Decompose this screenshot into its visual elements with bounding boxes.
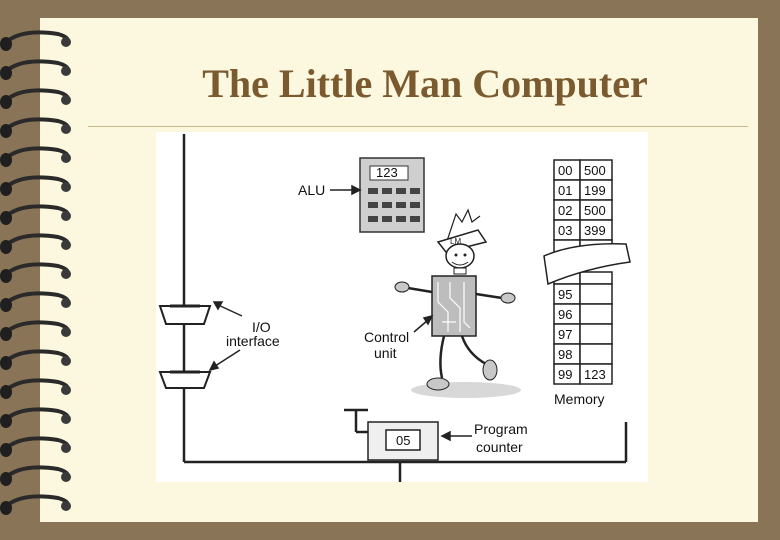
binding-hole: [61, 443, 71, 453]
memory-addr: 96: [558, 307, 572, 322]
little-man-figure: LM: [394, 208, 521, 398]
binding-hole: [61, 501, 71, 511]
binding-ring: [2, 494, 70, 510]
memory-addr: 95: [558, 287, 572, 302]
binding-ring: [2, 349, 70, 365]
title-divider: [88, 126, 748, 127]
program-counter-value: 05: [396, 433, 410, 448]
memory-bottom-cells: 95 96 97 98 99 123: [558, 287, 606, 382]
binding-ring: [2, 146, 70, 162]
memory-label: Memory: [554, 391, 605, 407]
binding-hole: [61, 182, 71, 192]
binding-ring: [2, 59, 70, 75]
calculator-display: 123: [376, 165, 398, 180]
binding-hole: [61, 37, 71, 47]
slide-title: The Little Man Computer: [202, 61, 648, 106]
binding-ring: [2, 117, 70, 133]
binding-hole: [61, 153, 71, 163]
control-label-line1: Control: [364, 329, 409, 345]
binding-ring-end: [0, 95, 12, 109]
binding-hole: [61, 327, 71, 337]
binding-hole: [61, 356, 71, 366]
memory-addr: 98: [558, 347, 572, 362]
binding-ring: [2, 30, 70, 46]
binding-ring-end: [0, 153, 12, 167]
binding-ring-end: [0, 37, 12, 51]
memory-addr: 99: [558, 367, 572, 382]
memory-value: 399: [584, 223, 606, 238]
binding-ring: [2, 465, 70, 481]
io-label-line2: interface: [226, 333, 280, 349]
binding-ring-end: [0, 124, 12, 138]
binding-ring-end: [0, 472, 12, 486]
binding-ring: [2, 175, 70, 191]
memory-tear: [543, 243, 631, 286]
memory-addr: 97: [558, 327, 572, 342]
pc-arrow: [440, 430, 472, 442]
binding-ring: [2, 291, 70, 307]
binding-hole: [61, 298, 71, 308]
binding-ring-end: [0, 269, 12, 283]
binding-ring: [2, 262, 70, 278]
binding-ring: [2, 436, 70, 452]
binding-hole: [61, 211, 71, 221]
memory-top-cells: 00 500 01 199 02 500 03 399: [558, 163, 606, 238]
memory-addr: 01: [558, 183, 572, 198]
binding-ring-end: [0, 356, 12, 370]
io-tray-top: [158, 304, 212, 325]
spiral-binding: [0, 30, 71, 515]
memory-value: 123: [584, 367, 606, 382]
memory-addr: 03: [558, 223, 572, 238]
alu-arrow: [330, 184, 362, 196]
memory-value: 500: [584, 203, 606, 218]
binding-ring-end: [0, 240, 12, 254]
pc-label-line2: counter: [476, 439, 523, 455]
binding-hole: [61, 414, 71, 424]
binding-ring-end: [0, 182, 12, 196]
memory-value: 500: [584, 163, 606, 178]
io-label-line1: I/O: [252, 319, 271, 335]
memory-value: 199: [584, 183, 606, 198]
binding-ring: [2, 233, 70, 249]
program-counter-box: [367, 421, 439, 461]
cap-label: LM: [450, 237, 461, 246]
binding-ring: [2, 378, 70, 394]
io-arrows: [208, 301, 243, 372]
binding-ring-end: [0, 66, 12, 80]
binding-hole: [61, 240, 71, 250]
pc-label-line1: Program: [474, 421, 528, 437]
memory-bottom: [553, 271, 613, 385]
binding-ring-end: [0, 501, 12, 515]
io-tray-bottom: [158, 370, 212, 389]
control-arrow: [413, 314, 434, 333]
binding-hole: [61, 95, 71, 105]
binding-hole: [61, 66, 71, 76]
binding-ring: [2, 320, 70, 336]
binding-ring-end: [0, 211, 12, 225]
wiring: [182, 134, 628, 484]
binding-ring-end: [0, 414, 12, 428]
binding-ring-end: [0, 443, 12, 457]
alu-calculator: [359, 157, 425, 233]
lmc-diagram: I/O interface 123 ALU LM: [156, 132, 648, 484]
binding-ring: [2, 204, 70, 220]
control-label-line2: unit: [374, 345, 397, 361]
binding-ring: [2, 88, 70, 104]
alu-label: ALU: [298, 182, 325, 198]
calculator-keys: [368, 188, 420, 222]
binding-ring-end: [0, 327, 12, 341]
binding-hole: [61, 269, 71, 279]
binding-hole: [61, 472, 71, 482]
binding-hole: [61, 385, 71, 395]
binding-ring-end: [0, 385, 12, 399]
binding-ring: [2, 407, 70, 423]
binding-ring-end: [0, 298, 12, 312]
memory-addr: 02: [558, 203, 572, 218]
binding-hole: [61, 124, 71, 134]
memory-addr: 00: [558, 163, 572, 178]
